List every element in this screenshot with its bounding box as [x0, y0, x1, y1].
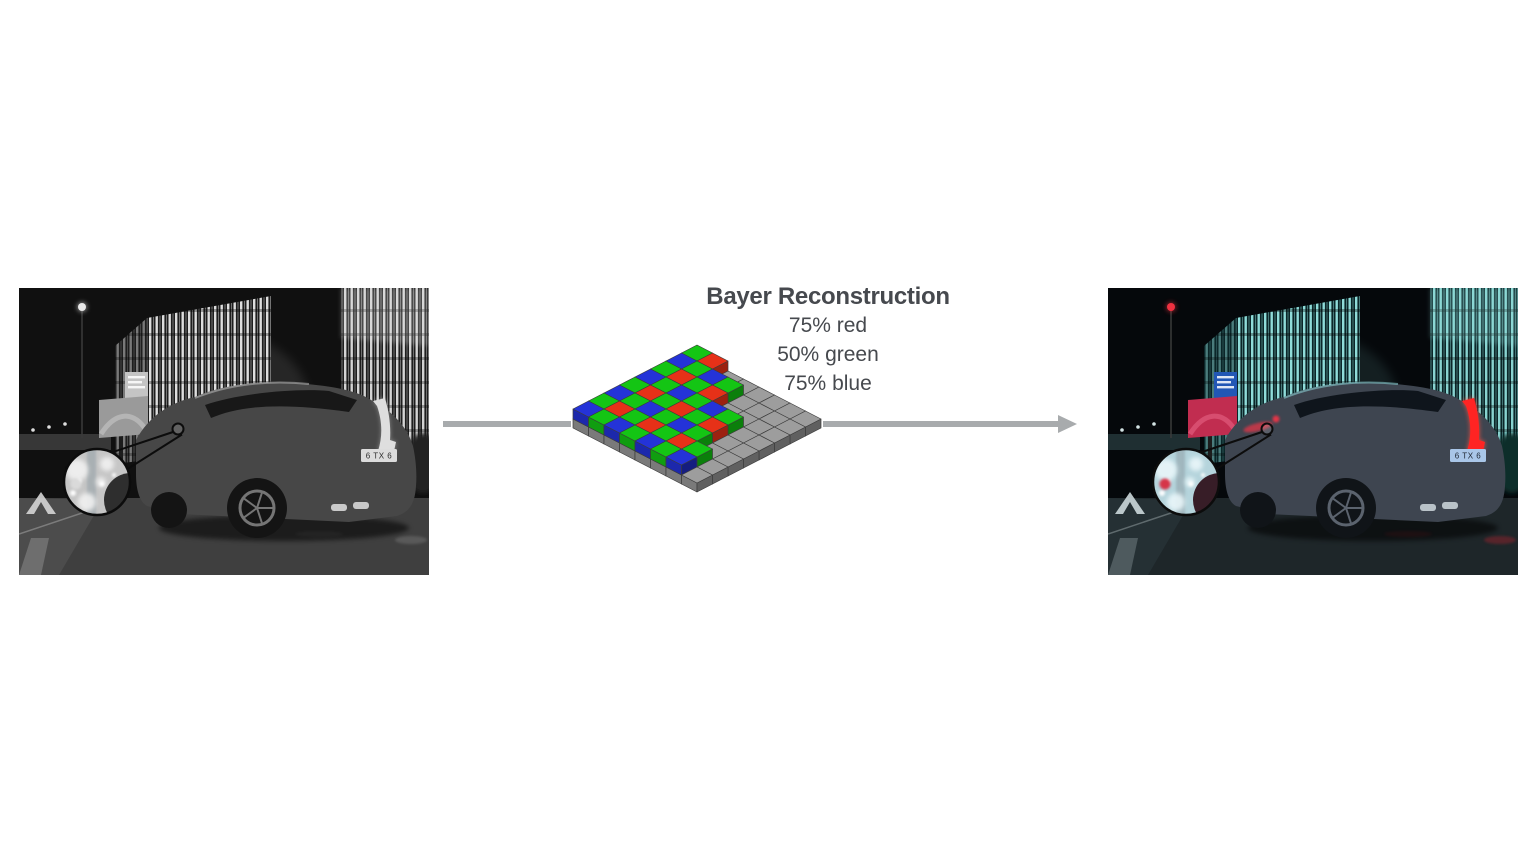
roof-highlight: [194, 381, 310, 399]
stat-blue: 75% blue: [784, 372, 872, 395]
photo-color-after: 6 TX 6: [1108, 288, 1518, 575]
callout-line-lower: [125, 433, 183, 471]
arrow-right: [823, 415, 1077, 433]
callout-source-circle: [1260, 422, 1274, 436]
wheel-rim: [238, 489, 276, 527]
bayer-sensor-grid: [565, 333, 831, 505]
stat-green: 50% green: [777, 343, 879, 366]
wheel-rim: [1327, 489, 1365, 527]
magnifier-circle: [1151, 447, 1221, 517]
bayer-mosaic-isometric: [572, 344, 822, 493]
stat-red: 75% red: [788, 314, 868, 337]
callout-source-circle: [171, 422, 185, 436]
car-windows: [1294, 390, 1446, 418]
front-wheel: [1240, 492, 1276, 528]
lens-bright-dot: [1159, 478, 1171, 490]
grid-face: [681, 466, 713, 484]
car: 6 TX 6: [136, 381, 417, 541]
arrow-shaft: [823, 421, 1061, 427]
callout-line-lower: [1214, 433, 1272, 471]
billboard-sign: [1214, 372, 1237, 398]
signal-light: [78, 303, 86, 311]
road-arrow-marking: [1115, 492, 1145, 514]
billboard: [98, 372, 149, 466]
license-plate: [1450, 449, 1486, 462]
magnifier-circle: [62, 447, 132, 517]
exhaust-right: [1442, 502, 1458, 509]
lens-bright-dot: [70, 478, 82, 490]
annotation-title: Bayer Reconstruction: [706, 283, 950, 310]
color-night-scene: 6 TX 6: [1108, 288, 1518, 575]
grid-face: [665, 448, 698, 466]
car: 6 TX 6: [1225, 381, 1506, 541]
exhaust-left: [331, 504, 347, 511]
connector-line-left: [443, 421, 571, 427]
grayscale-night-scene: 6 TX 6: [19, 288, 429, 575]
billboard-sign: [125, 372, 148, 398]
taillight: [1462, 398, 1485, 456]
photo-grayscale-before: 6 TX 6: [19, 288, 429, 575]
car-body: [136, 382, 417, 522]
signal-light: [1167, 303, 1175, 311]
traffic-signal: [1166, 302, 1176, 438]
roof-highlight: [1283, 381, 1399, 399]
exhaust-right: [353, 502, 369, 509]
traffic-signal: [77, 302, 87, 438]
billboard: [1187, 372, 1238, 466]
wheels: [151, 478, 287, 538]
exhaust-left: [1420, 504, 1436, 511]
wheels: [1240, 478, 1376, 538]
arrow-head-icon: [1058, 415, 1077, 433]
license-plate: [361, 449, 397, 462]
bayer-annotation: Bayer Reconstruction 75% red 50% green 7…: [668, 283, 988, 398]
car-windows: [205, 390, 357, 418]
license-plate-text: 6 TX 6: [1455, 452, 1481, 461]
car-body: [1225, 382, 1506, 522]
road-arrow-marking: [26, 492, 56, 514]
license-plate-text: 6 TX 6: [366, 452, 392, 461]
front-wheel: [151, 492, 187, 528]
taillight: [373, 398, 396, 456]
